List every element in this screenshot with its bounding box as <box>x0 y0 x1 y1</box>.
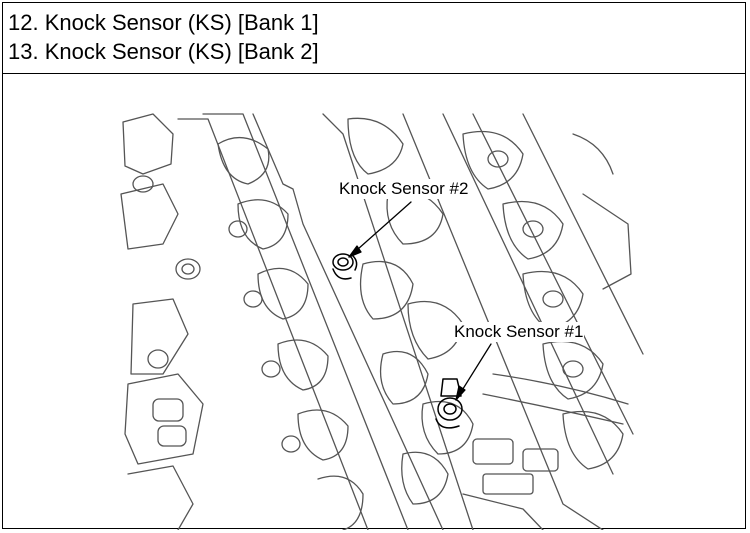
callout-leaders <box>348 201 492 401</box>
header-box: 12. Knock Sensor (KS) [Bank 1] 13. Knock… <box>3 3 745 74</box>
drawing-part <box>120 183 179 250</box>
drawing-bolt <box>175 258 201 280</box>
engine-line-drawing <box>120 113 644 530</box>
knock-sensor-2-drawing <box>332 253 358 280</box>
callout-knock-sensor-1: Knock Sensor #1 <box>453 322 585 342</box>
drawing-bolt <box>132 175 154 193</box>
drawing-part <box>122 113 174 175</box>
knock-sensor-1-drawing <box>435 378 463 429</box>
header-line-bank1: 12. Knock Sensor (KS) [Bank 1] <box>8 10 319 35</box>
engine-block-illustration: Knock Sensor #2 Knock Sensor #1 <box>3 74 747 530</box>
callout-knock-sensor-2: Knock Sensor #2 <box>338 179 470 199</box>
header-line-bank2: 13. Knock Sensor (KS) [Bank 2] <box>8 39 319 64</box>
